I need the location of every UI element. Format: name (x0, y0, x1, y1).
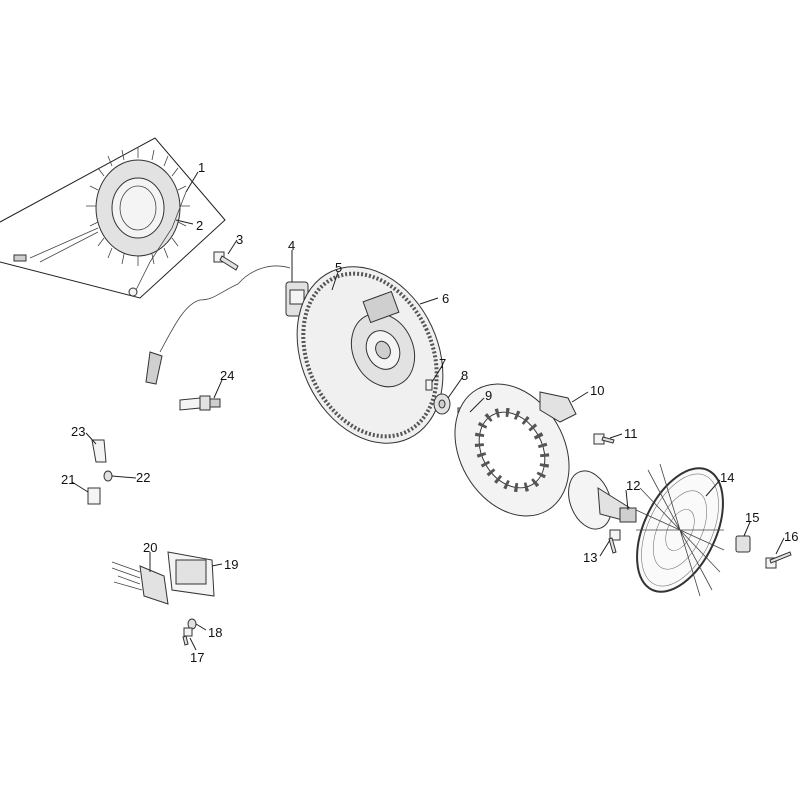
callout-21: 21 (61, 472, 75, 487)
callout-15: 15 (745, 510, 759, 525)
spark-plug-part (179, 395, 221, 411)
callout-5: 5 (335, 260, 342, 275)
callout-10: 10 (590, 383, 604, 398)
callout-14: 14 (720, 470, 734, 485)
flywheel-part (296, 266, 444, 444)
callout-13: 13 (583, 550, 597, 565)
ignition-coil-part (145, 265, 309, 385)
stator-lead-wires (29, 227, 99, 263)
clip-part-23 (91, 439, 107, 463)
callout-7: 7 (439, 356, 446, 371)
washer-part-8 (433, 393, 451, 415)
screw-part-11 (593, 433, 615, 445)
bolt-part-16 (765, 551, 792, 569)
washer-part-22 (103, 470, 113, 482)
callout-19: 19 (224, 557, 238, 572)
ground-strap-eyelet (128, 287, 138, 297)
callout-8: 8 (461, 368, 468, 383)
regulator-part-19 (167, 551, 215, 597)
stator-part (86, 148, 190, 266)
callout-1: 1 (198, 160, 205, 175)
stator-group (0, 137, 226, 299)
key-part-7 (425, 379, 433, 391)
stator-connector (13, 254, 27, 262)
callout-18: 18 (208, 625, 222, 640)
clip-part-21 (87, 487, 101, 505)
cooling-fan-part (454, 383, 577, 517)
callout-24: 24 (220, 368, 234, 383)
callout-17: 17 (190, 650, 204, 665)
screw-part-13 (608, 529, 621, 554)
callout-labels: 1 2 3 4 5 6 7 8 9 10 11 12 13 14 15 16 1… (61, 160, 798, 665)
callout-22: 22 (136, 470, 150, 485)
hub-part-12 (568, 470, 637, 530)
screen-part-14 (635, 463, 725, 597)
bolt-part-3 (213, 251, 239, 271)
stator-frame (0, 137, 226, 299)
leader-lines (71, 171, 785, 651)
callout-2: 2 (196, 218, 203, 233)
callout-9: 9 (485, 388, 492, 403)
ground-strap (135, 191, 187, 291)
callout-20: 20 (143, 540, 157, 555)
callout-12: 12 (626, 478, 640, 493)
callout-4: 4 (288, 238, 295, 253)
callout-23: 23 (71, 424, 85, 439)
spacer-part-15 (735, 535, 751, 553)
connector-part-20 (111, 561, 169, 605)
callout-16: 16 (784, 529, 798, 544)
callout-3: 3 (236, 232, 243, 247)
callout-6: 6 (442, 291, 449, 306)
screw-part-17 (182, 627, 193, 646)
callout-11: 11 (624, 426, 638, 441)
